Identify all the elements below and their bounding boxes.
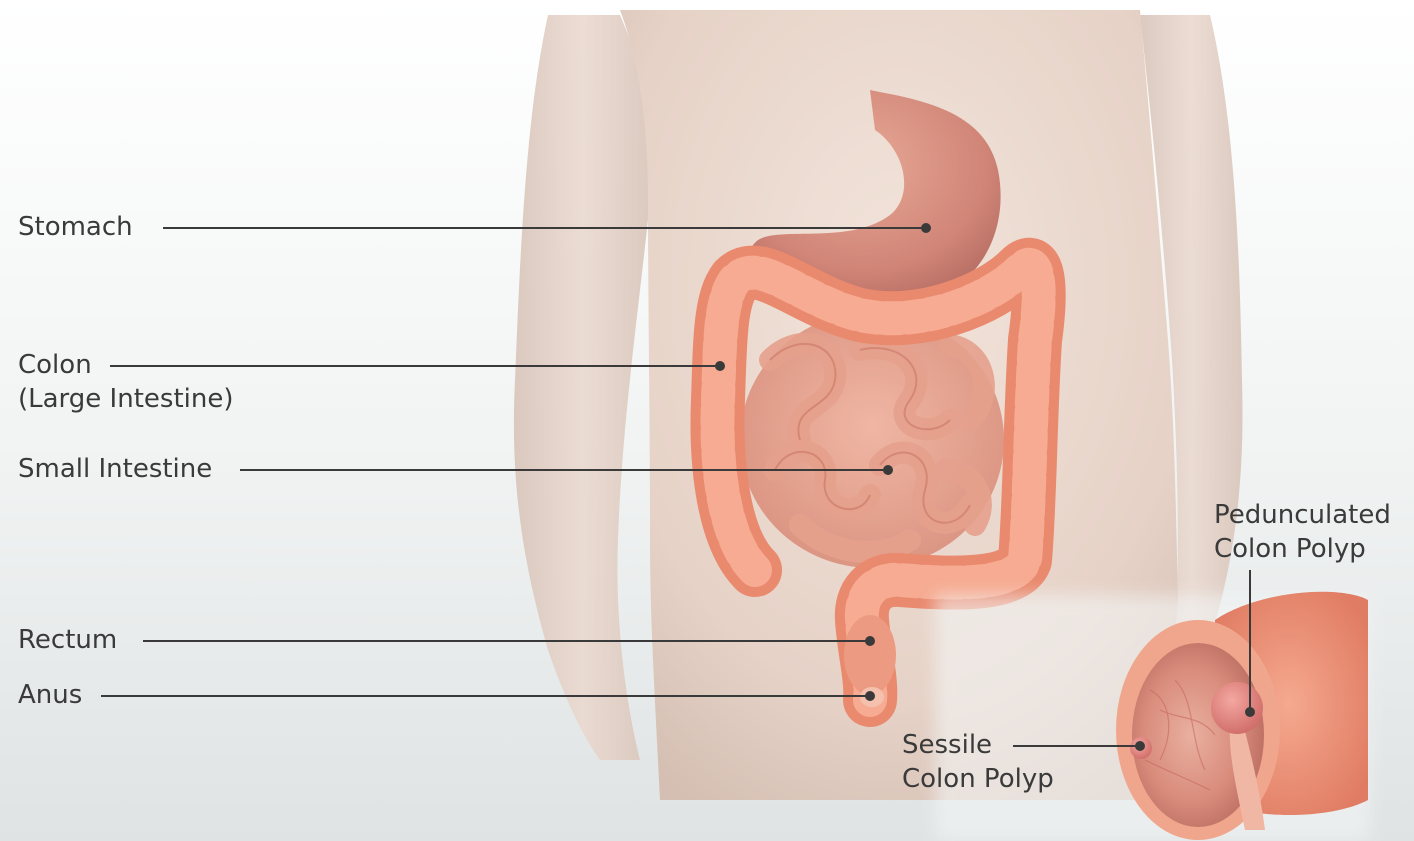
label-pedunculated-polyp: Pedunculated Colon Polyp — [1214, 498, 1391, 566]
label-colon-line2: (Large Intestine) — [18, 382, 233, 416]
label-pedunculated-line1: Pedunculated — [1214, 498, 1391, 532]
rectum-leader-dot — [866, 637, 874, 645]
label-small-intestine: Small Intestine — [18, 452, 212, 486]
label-colon-line1: Colon — [18, 348, 233, 382]
sessile-leader-dot — [1136, 742, 1144, 750]
anus-leader-dot — [866, 692, 874, 700]
label-rectum: Rectum — [18, 623, 117, 657]
label-pedunculated-line2: Colon Polyp — [1214, 532, 1391, 566]
colon-leader-dot — [716, 362, 724, 370]
label-anus: Anus — [18, 678, 82, 712]
label-sessile-line2: Colon Polyp — [902, 762, 1054, 796]
pedunculated-polyp — [1211, 682, 1263, 734]
pedunculated-leader-dot — [1246, 708, 1254, 716]
label-sessile-polyp: Sessile Colon Polyp — [902, 728, 1054, 796]
rectum-organ — [844, 615, 896, 695]
label-stomach: Stomach — [18, 210, 133, 244]
label-sessile-line1: Sessile — [902, 728, 1054, 762]
colon-cross-section-inset — [935, 592, 1370, 841]
label-colon: Colon (Large Intestine) — [18, 348, 233, 416]
stomach-leader-dot — [922, 224, 930, 232]
small-intestine-leader-dot — [884, 466, 892, 474]
small-intestine-organ — [740, 312, 1004, 568]
